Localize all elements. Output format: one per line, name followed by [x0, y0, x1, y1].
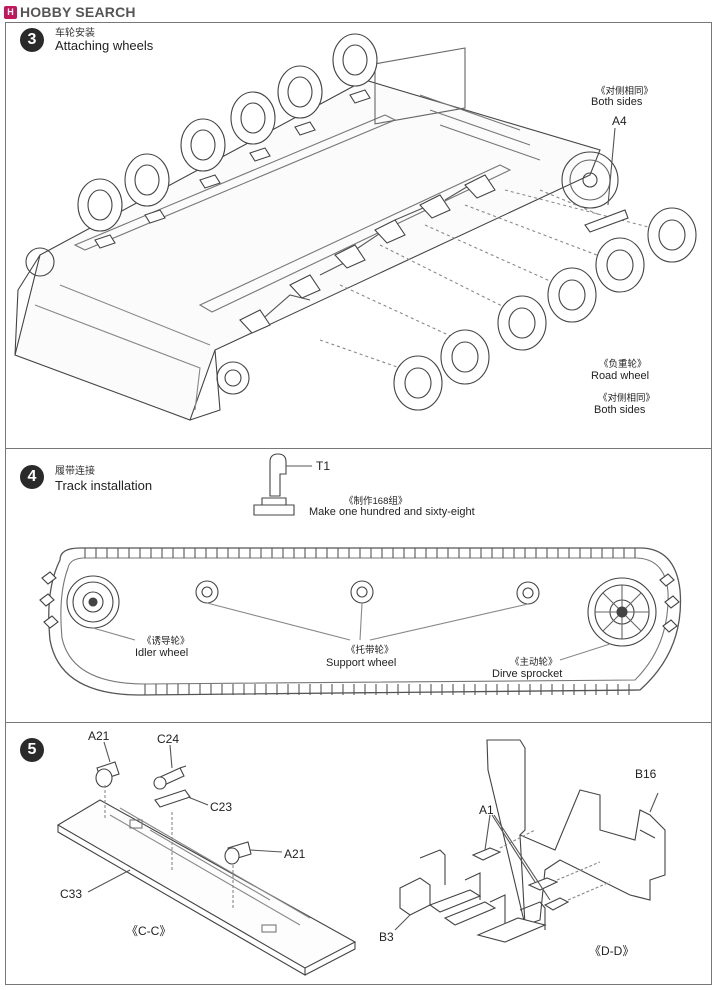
make-count-label-cn: 《制作168组》 [344, 496, 408, 507]
part-label-b3: B3 [379, 930, 394, 944]
section-view-dd: 《D-D》 [589, 944, 635, 958]
page-frame [5, 22, 712, 985]
near-side-road-wheels [393, 207, 697, 411]
part-label-c24: C24 [157, 732, 180, 746]
logo-text: HOBBY SEARCH [20, 4, 136, 20]
step-number-badge: 3 [20, 28, 44, 52]
both-sides-label: Both sides [591, 96, 643, 108]
far-side-wheels [77, 33, 378, 249]
chassis-wheels-drawing [14, 33, 697, 421]
part-label-c23: C23 [210, 800, 233, 814]
make-count-label: Make one hundred and sixty-eight [309, 506, 475, 518]
drive-sprocket-label: Dirve sprocket [492, 668, 563, 680]
support-wheel-label-cn: 《托带轮》 [346, 645, 394, 656]
step-title: Track installation [55, 478, 153, 493]
road-wheel-label: Road wheel [591, 370, 650, 382]
section-divider [5, 448, 712, 449]
step-number-badge: 5 [20, 738, 44, 762]
hobby-search-logo: H HOBBY SEARCH [4, 4, 136, 20]
step-number-badge: 4 [20, 465, 44, 489]
part-label-b16: B16 [635, 767, 657, 781]
section-view-cc: 《C-C》 [126, 924, 172, 938]
part-label-a1: A1 [479, 803, 494, 817]
both-sides-label-cn: 《对侧相同》 [596, 86, 654, 97]
idler-wheel-label-cn: 《诱导轮》 [142, 636, 190, 647]
section-divider [5, 722, 712, 723]
part-label-a21: A21 [284, 847, 306, 861]
support-wheel-label: Support wheel [326, 657, 397, 669]
part-label-a21: A21 [88, 729, 110, 743]
part-label-c33: C33 [60, 887, 83, 901]
idler-wheel-label: Idler wheel [135, 647, 189, 659]
both-sides-label: Both sides [594, 404, 646, 416]
logo-badge-icon: H [4, 5, 17, 19]
part-label-a4: A4 [612, 114, 627, 128]
road-wheel-label-cn: 《负重轮》 [599, 359, 647, 370]
step-title-cn: 履带连接 [55, 466, 95, 477]
drive-sprocket-label-cn: 《主动轮》 [510, 657, 558, 668]
step-title: Attaching wheels [55, 38, 154, 53]
both-sides-label-cn: 《对侧相同》 [598, 393, 656, 404]
step-title-cn: 车轮安装 [55, 28, 95, 39]
part-label-t1: T1 [316, 459, 331, 473]
